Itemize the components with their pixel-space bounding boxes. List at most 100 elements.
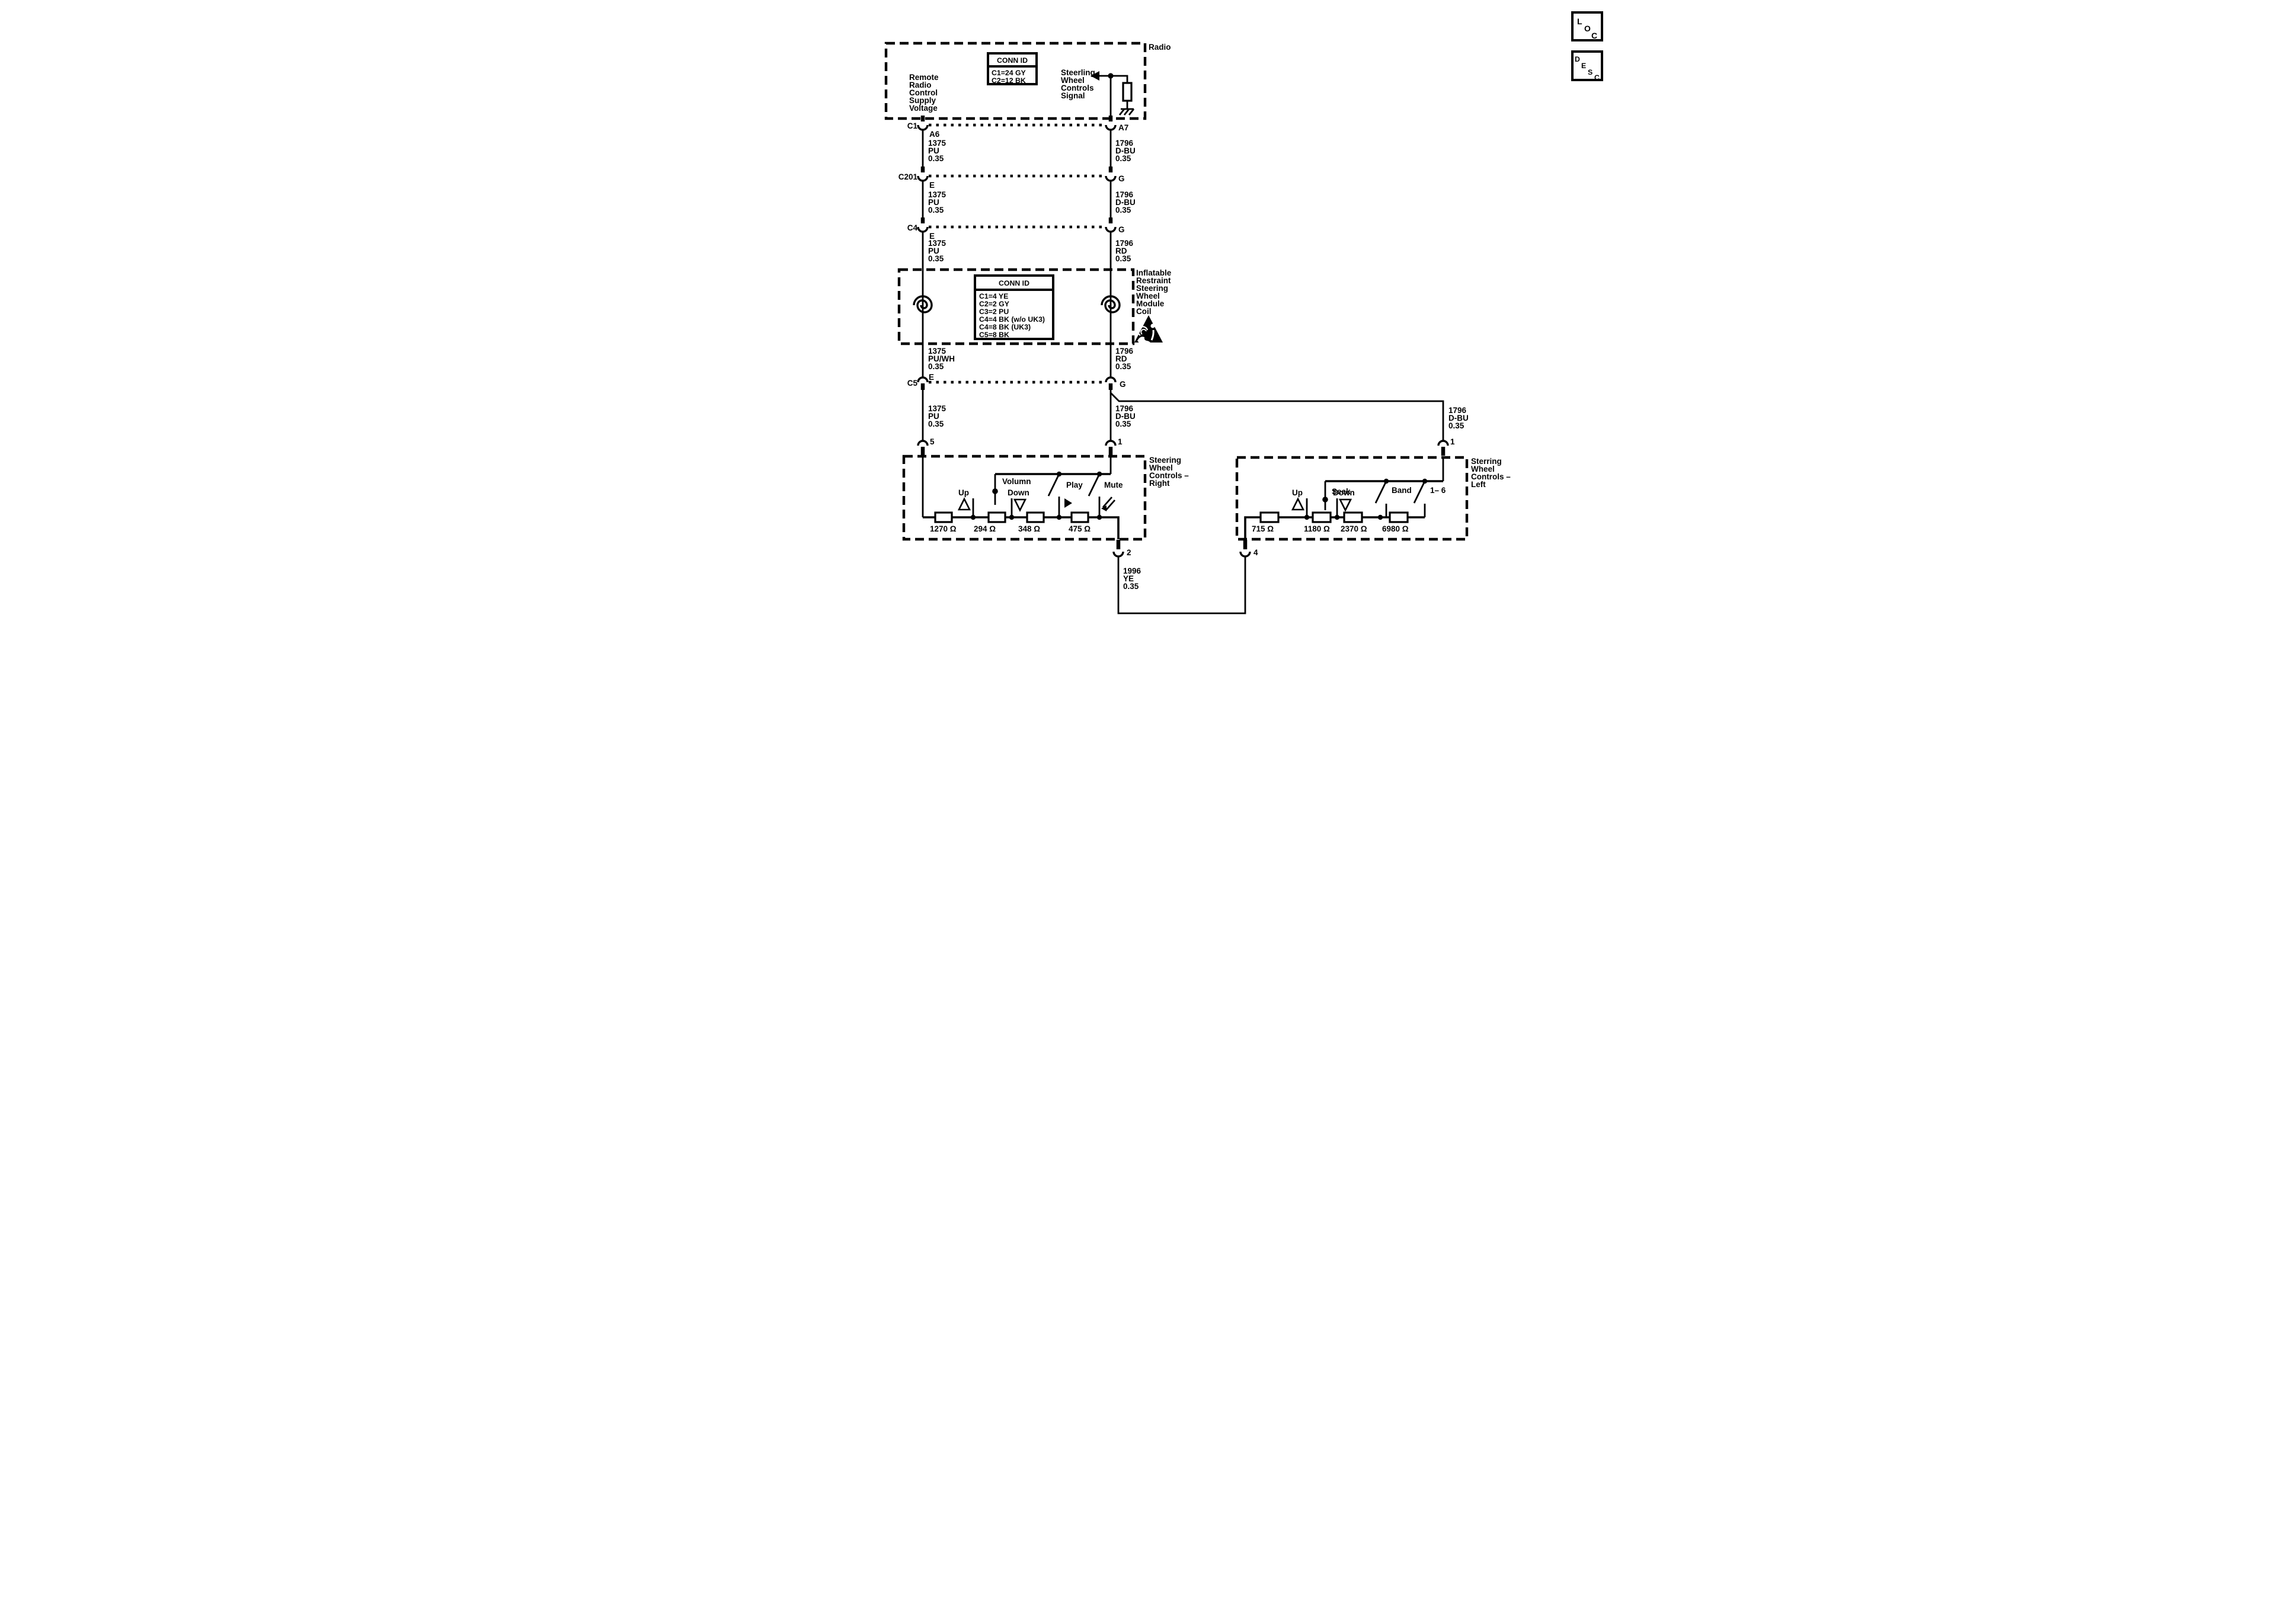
connector-terminal-c4-right xyxy=(1105,226,1117,233)
pin-label: 1 xyxy=(1118,437,1123,446)
junction-dot xyxy=(1056,514,1062,520)
remote-radio-control-supply-voltage-label: Remote Radio Control Supply Voltage xyxy=(909,73,939,113)
resistor-value: 2370 Ω xyxy=(1341,524,1367,533)
connector-terminal-c1-left xyxy=(917,124,929,131)
up-label: Up xyxy=(958,488,969,497)
pin-label: E xyxy=(929,181,935,190)
pin-label: A6 xyxy=(929,130,940,139)
resistor-1180 xyxy=(1312,511,1332,523)
resistor-value: 715 Ω xyxy=(1252,524,1274,533)
wire-color: RD xyxy=(1115,354,1127,363)
circuit-number: 1796 xyxy=(1115,139,1134,148)
coil-conn-id-row: C2=2 GY xyxy=(979,300,1009,308)
label-line: Right xyxy=(1149,479,1170,488)
coil-dashed-outline xyxy=(897,268,1135,345)
label-line: Left xyxy=(1471,480,1486,489)
wire-color: D-BU xyxy=(1448,414,1469,422)
bottom-link-wire: 2 4 1996 YE 0.35 xyxy=(1112,540,1258,614)
pin-label: 4 xyxy=(1253,548,1258,557)
label-line: Wheel xyxy=(1149,463,1173,472)
volume-label: Volumn xyxy=(1002,477,1031,486)
wire-gauge: 0.35 xyxy=(928,254,944,263)
wire-gauge: 0.35 xyxy=(928,420,944,428)
connector-terminal-c4-left xyxy=(917,226,929,233)
airbag-warning-icon xyxy=(1134,315,1163,345)
resistor-6980 xyxy=(1389,511,1409,523)
loc-letter: C xyxy=(1591,31,1597,40)
circuit-number: 1375 xyxy=(928,347,946,356)
junction-dot xyxy=(1304,514,1310,520)
pin-label: G xyxy=(1120,380,1126,389)
desc-letter: C xyxy=(1594,73,1600,82)
play-icon xyxy=(1064,498,1072,508)
label-line: Restraint xyxy=(1136,276,1171,285)
band-switch-blade xyxy=(1374,481,1387,504)
down-label: Down xyxy=(1008,488,1029,497)
radio-module: Radio CONN ID C1=24 GY C2=12 BK Remote R… xyxy=(884,41,1171,120)
connector-name: C1 xyxy=(907,121,918,130)
wire-gauge: 0.35 xyxy=(1115,206,1131,215)
pin-label: G xyxy=(1118,174,1125,183)
coil-spiral-icon xyxy=(1101,295,1121,313)
circuit-number: 1796 xyxy=(1115,239,1134,248)
resistor-value: 1270 Ω xyxy=(930,524,957,533)
wire-gauge: 0.35 xyxy=(1115,362,1131,371)
wire-gauge: 0.35 xyxy=(928,362,944,371)
desc-letter: S xyxy=(1588,68,1593,76)
wire-color: PU xyxy=(928,412,939,421)
coil-conn-id-row: C4=4 BK (w/o UK3) xyxy=(979,315,1045,324)
label-line: Controls – xyxy=(1149,471,1189,480)
pin-label: E xyxy=(929,232,935,241)
steering-wheel-controls-signal-label: Steerling Wheel Controls Signal xyxy=(1061,68,1095,100)
preset-label: 1– 6 xyxy=(1430,486,1446,495)
play-label: Play xyxy=(1066,481,1083,489)
pin-label: 5 xyxy=(930,437,935,446)
connector-terminal-pin1-right-box xyxy=(1105,440,1117,446)
label-line: Controls – xyxy=(1471,472,1511,481)
wire-color: PU xyxy=(928,146,939,155)
wire-gauge: 0.35 xyxy=(1115,154,1131,163)
connector-terminal-c5-left xyxy=(917,376,929,383)
connector-terminal-c201-left xyxy=(917,175,929,182)
down-label: Down xyxy=(1333,488,1355,497)
seek-contact-dot xyxy=(1322,497,1328,502)
preset-switch-blade xyxy=(1413,481,1426,504)
wire-1796-branch xyxy=(1110,392,1444,441)
circuit-number: 1796 xyxy=(1115,404,1134,413)
label-line: Control xyxy=(909,88,938,97)
coil-module: CONN ID C1=4 YE C2=2 GY C3=2 PU C4=4 BK … xyxy=(897,268,1172,345)
resistor-475 xyxy=(1070,511,1089,523)
down-triangle-icon xyxy=(1013,498,1027,512)
loc-letter: O xyxy=(1584,24,1591,33)
right-controls-module: Steering Wheel Controls – Right 5 1 Volu… xyxy=(902,437,1189,541)
label-line: Steerling xyxy=(1061,68,1095,77)
circuit-number: 1375 xyxy=(928,404,946,413)
radio-title: Radio xyxy=(1149,43,1171,52)
connector-name: C201 xyxy=(898,172,918,181)
label-line: Coil xyxy=(1136,307,1152,316)
resistor-value: 348 Ω xyxy=(1018,524,1040,533)
wire-color: YE xyxy=(1123,574,1134,583)
label-line: Radio xyxy=(909,81,932,89)
radio-conn-id-row: C2=12 BK xyxy=(992,76,1026,85)
wiring-diagram-page: L O C D E S C Radio CONN ID C1=24 GY C2=… xyxy=(689,0,1607,644)
junction-dot xyxy=(1009,514,1015,520)
wire-segment-labels: 1375 PU 0.35 1796 D-BU 0.35 1375 PU 0.35… xyxy=(928,139,1469,430)
up-triangle-icon xyxy=(957,497,971,511)
connector-name: C4 xyxy=(907,223,918,232)
label-line: Sterring xyxy=(1471,457,1502,466)
resistor-value: 6980 Ω xyxy=(1382,524,1409,533)
pin-label: E xyxy=(929,373,934,382)
resistor-715 xyxy=(1259,511,1280,523)
circuit-number: 1375 xyxy=(928,139,946,148)
resistor-348 xyxy=(1026,511,1045,523)
internal-resistor xyxy=(1122,82,1133,102)
resistor-value: 294 Ω xyxy=(974,524,996,533)
right-box-title: Steering Wheel Controls – Right xyxy=(1149,456,1189,488)
coil-conn-id-row: C1=4 YE xyxy=(979,292,1008,300)
up-triangle-icon xyxy=(1291,497,1305,511)
wire-color: D-BU xyxy=(1115,146,1136,155)
band-label: Band xyxy=(1392,486,1412,495)
wire-gauge: 0.35 xyxy=(1448,421,1464,430)
radio-conn-id-header xyxy=(987,52,1038,68)
